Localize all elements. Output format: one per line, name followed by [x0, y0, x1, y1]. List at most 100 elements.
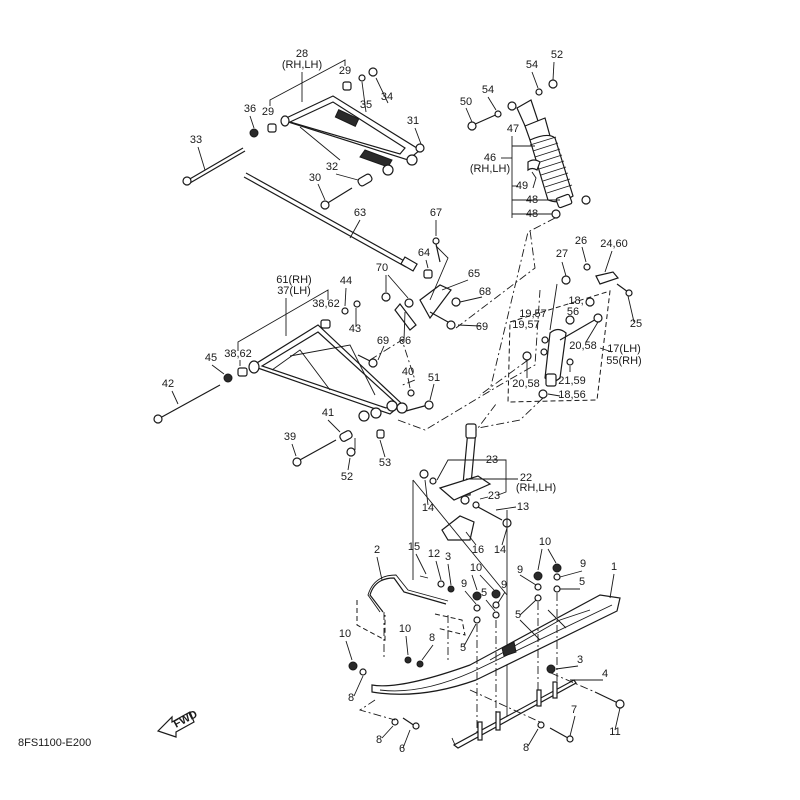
- part-callout-c3b: 3: [577, 654, 583, 666]
- part-callout-c2460: 24,60: [600, 238, 628, 250]
- part-callout-c2: 2: [374, 544, 380, 556]
- part-callout-c5c: 5: [515, 609, 521, 621]
- upper-a-arm: [280, 95, 422, 176]
- part-callout-c48b: 48: [526, 208, 538, 220]
- part-callout-c54b: 54: [482, 84, 494, 96]
- ski: [371, 594, 621, 695]
- part-callout-c45: 45: [205, 352, 217, 364]
- part-callout-c10a: 10: [539, 536, 551, 548]
- part-callout-c35: 35: [360, 99, 372, 111]
- part-callout-c8b: 8: [348, 692, 354, 704]
- part-callout-c32: 32: [326, 161, 338, 173]
- upper-arm-bushings: [249, 67, 425, 153]
- part-callout-c5b: 5: [481, 587, 487, 599]
- part-callout-c1: 1: [611, 561, 617, 573]
- part-callout-c52b: 52: [341, 471, 353, 483]
- part-callout-c28s: (RH,LH): [282, 59, 322, 71]
- part-callout-c52: 52: [551, 49, 563, 61]
- spring-coils: [529, 136, 573, 194]
- part-callout-c17: 17(LH): [607, 343, 641, 355]
- part-callout-c22: 22: [520, 472, 532, 484]
- part-callout-c27: 27: [556, 248, 568, 260]
- part-callout-c3a: 3: [445, 551, 451, 563]
- part-callout-c2058a: 20,58: [569, 340, 597, 352]
- part-callout-c31: 31: [407, 115, 419, 127]
- shock-hardware: [467, 79, 558, 131]
- part-callout-c9d: 9: [501, 579, 507, 591]
- runner: [451, 679, 577, 749]
- shock-leaders: [465, 61, 560, 391]
- part-callout-c29b: 29: [262, 106, 274, 118]
- part-callout-c69a: 69: [476, 321, 488, 333]
- part-callout-c64: 64: [418, 247, 430, 259]
- part-callout-c9c: 9: [461, 578, 467, 590]
- part-callout-c47: 47: [507, 123, 519, 135]
- spindle-group: [507, 263, 633, 403]
- part-callout-c30: 30: [309, 172, 321, 184]
- ski-leaders: [345, 548, 621, 749]
- part-callout-c28: 28: [296, 48, 308, 60]
- part-callout-c65: 65: [468, 268, 480, 280]
- part-callout-c23b: 23: [488, 490, 500, 502]
- spindle-leaders: [476, 246, 635, 429]
- part-callout-c69b: 69: [377, 335, 389, 347]
- part-callout-c55: 55(RH): [606, 355, 641, 367]
- shock-absorber: [516, 99, 591, 219]
- part-callout-c2159: 21,59: [558, 375, 586, 387]
- lower-arm-leaders: [171, 287, 541, 471]
- part-callout-c1957a: 19,57: [519, 308, 547, 320]
- part-callout-c5a: 5: [579, 576, 585, 588]
- part-callout-c33: 33: [190, 134, 202, 146]
- part-callout-c46: 46: [484, 152, 496, 164]
- part-callout-c3862b: 38,62: [224, 348, 252, 360]
- part-callout-c66: 66: [399, 335, 411, 347]
- part-callout-c9b: 9: [517, 564, 523, 576]
- part-callout-c54a: 54: [526, 59, 538, 71]
- part-callout-c67: 67: [430, 207, 442, 219]
- part-callout-c34: 34: [381, 91, 393, 103]
- bolt-30-sleeve-32: [320, 173, 373, 210]
- ski-spindle-shaft: [419, 423, 512, 541]
- part-callout-c5d: 5: [460, 642, 466, 654]
- part-callout-c12: 12: [428, 548, 440, 560]
- part-callout-c49: 49: [516, 180, 528, 192]
- part-callout-c8a: 8: [429, 632, 435, 644]
- part-callout-c68: 68: [479, 286, 491, 298]
- part-callout-c70: 70: [376, 262, 388, 274]
- part-callout-c26: 26: [575, 235, 587, 247]
- part-callout-c42: 42: [162, 378, 174, 390]
- upper-arm-leaders: [197, 59, 422, 201]
- part-callout-c1957b: 19,57: [512, 319, 540, 331]
- part-callout-c63: 63: [354, 207, 366, 219]
- part-callout-c41: 41: [322, 407, 334, 419]
- bolt-33: [182, 147, 246, 186]
- part-callout-c4: 4: [602, 668, 608, 680]
- part-callout-c10c: 10: [339, 628, 351, 640]
- part-callout-c51: 51: [428, 372, 440, 384]
- part-callout-c3862a: 38,62: [312, 298, 340, 310]
- part-callout-c44: 44: [340, 275, 352, 287]
- part-callout-c16: 16: [472, 544, 484, 556]
- part-callout-c7: 7: [571, 704, 577, 716]
- part-callout-c46s: (RH,LH): [470, 163, 510, 175]
- steering-arm-bracket: [381, 220, 536, 341]
- part-callout-c11: 11: [609, 726, 620, 738]
- part-callout-c25: 25: [630, 318, 642, 330]
- part-callout-c10b: 10: [470, 562, 482, 574]
- part-callout-c10d: 10: [399, 623, 411, 635]
- part-callout-c1856: 18,56: [558, 389, 586, 401]
- part-callout-c43: 43: [349, 323, 361, 335]
- lower-a-arm: [248, 324, 408, 422]
- part-callout-c14b: 14: [494, 544, 506, 556]
- part-callout-c22s: (RH,LH): [516, 482, 556, 494]
- ski-loop: [356, 574, 466, 641]
- part-callout-c8c: 8: [376, 734, 382, 746]
- part-callout-c56: 56: [567, 306, 579, 318]
- part-callout-c61: 61(RH): [276, 274, 311, 286]
- forward-direction-icon: FWD: [156, 708, 200, 738]
- part-callout-c9a: 9: [580, 558, 586, 570]
- part-callout-c8d: 8: [523, 742, 529, 754]
- part-callout-c53: 53: [379, 457, 391, 469]
